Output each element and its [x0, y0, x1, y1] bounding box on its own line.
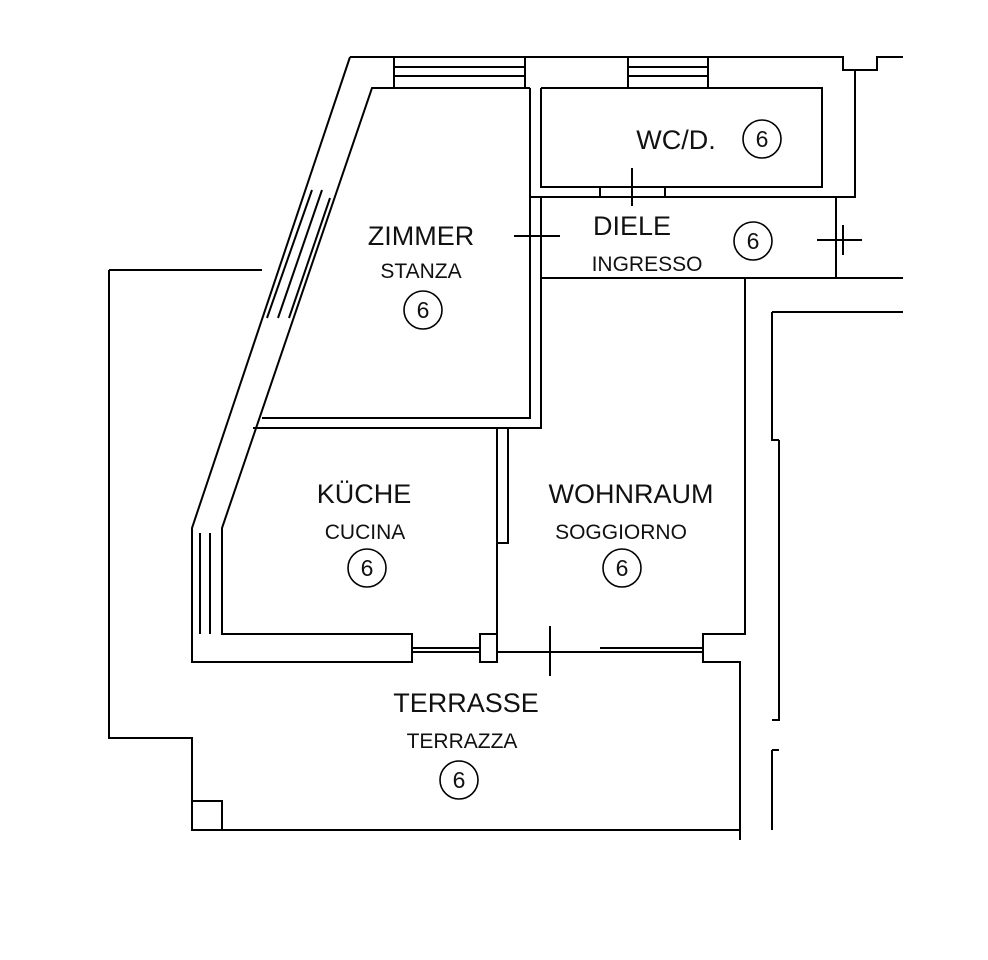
- zimmer-level: 6: [417, 297, 430, 323]
- outer-slab-outline: [108, 269, 740, 831]
- wohnraum-right-wall: [702, 278, 746, 840]
- terrace-door-kitchen: [412, 647, 480, 653]
- diele-door-marks: [514, 225, 862, 255]
- kitchen-side-window: [199, 533, 211, 634]
- kueche-level-circle: [347, 548, 387, 588]
- zimmer-walls: [253, 278, 542, 429]
- wohnraum-label: WOHNRAUM: [549, 479, 714, 509]
- terrasse-level: 6: [453, 767, 466, 793]
- kueche-label-it: CUCINA: [325, 521, 406, 544]
- wc-label: WC/D.: [636, 125, 715, 155]
- wc-level: 6: [756, 126, 769, 152]
- kueche-label: KÜCHE: [317, 479, 412, 509]
- top-window-wc: [627, 57, 709, 89]
- terrasse-label-it: TERRAZZA: [407, 730, 518, 753]
- top-exterior-wall: [350, 56, 903, 71]
- diele-label-it: INGRESSO: [592, 253, 703, 276]
- terrace-door-wohnraum: [497, 626, 703, 676]
- top-window-zimmer: [393, 57, 526, 89]
- terrasse-level-circle: [439, 760, 479, 800]
- diagonal-window: [266, 189, 331, 319]
- terrace-corner-post: [192, 800, 223, 830]
- zimmer-label-it: STANZA: [380, 260, 461, 283]
- kitchen-partition: [496, 428, 509, 636]
- terrasse-label: TERRASSE: [393, 688, 539, 718]
- zimmer-label: ZIMMER: [368, 221, 474, 251]
- diele-level: 6: [747, 228, 760, 254]
- kueche-level: 6: [361, 555, 374, 581]
- wohnraum-level: 6: [616, 555, 629, 581]
- wohnraum-level-circle: [602, 548, 642, 588]
- kitchen-door-frame: [479, 633, 498, 663]
- wc-wall: [529, 70, 856, 198]
- zimmer-level-circle: [403, 290, 443, 330]
- right-exterior-wall: [771, 311, 903, 830]
- wohnraum-label-it: SOGGIORNO: [555, 521, 687, 544]
- diagonal-exterior-wall: [191, 56, 530, 663]
- diele-walls: [529, 197, 903, 279]
- diele-label: DIELE: [593, 211, 671, 241]
- diele-level-circle: [733, 221, 773, 261]
- wc-level-circle: [742, 119, 782, 159]
- wc-door: [599, 168, 666, 206]
